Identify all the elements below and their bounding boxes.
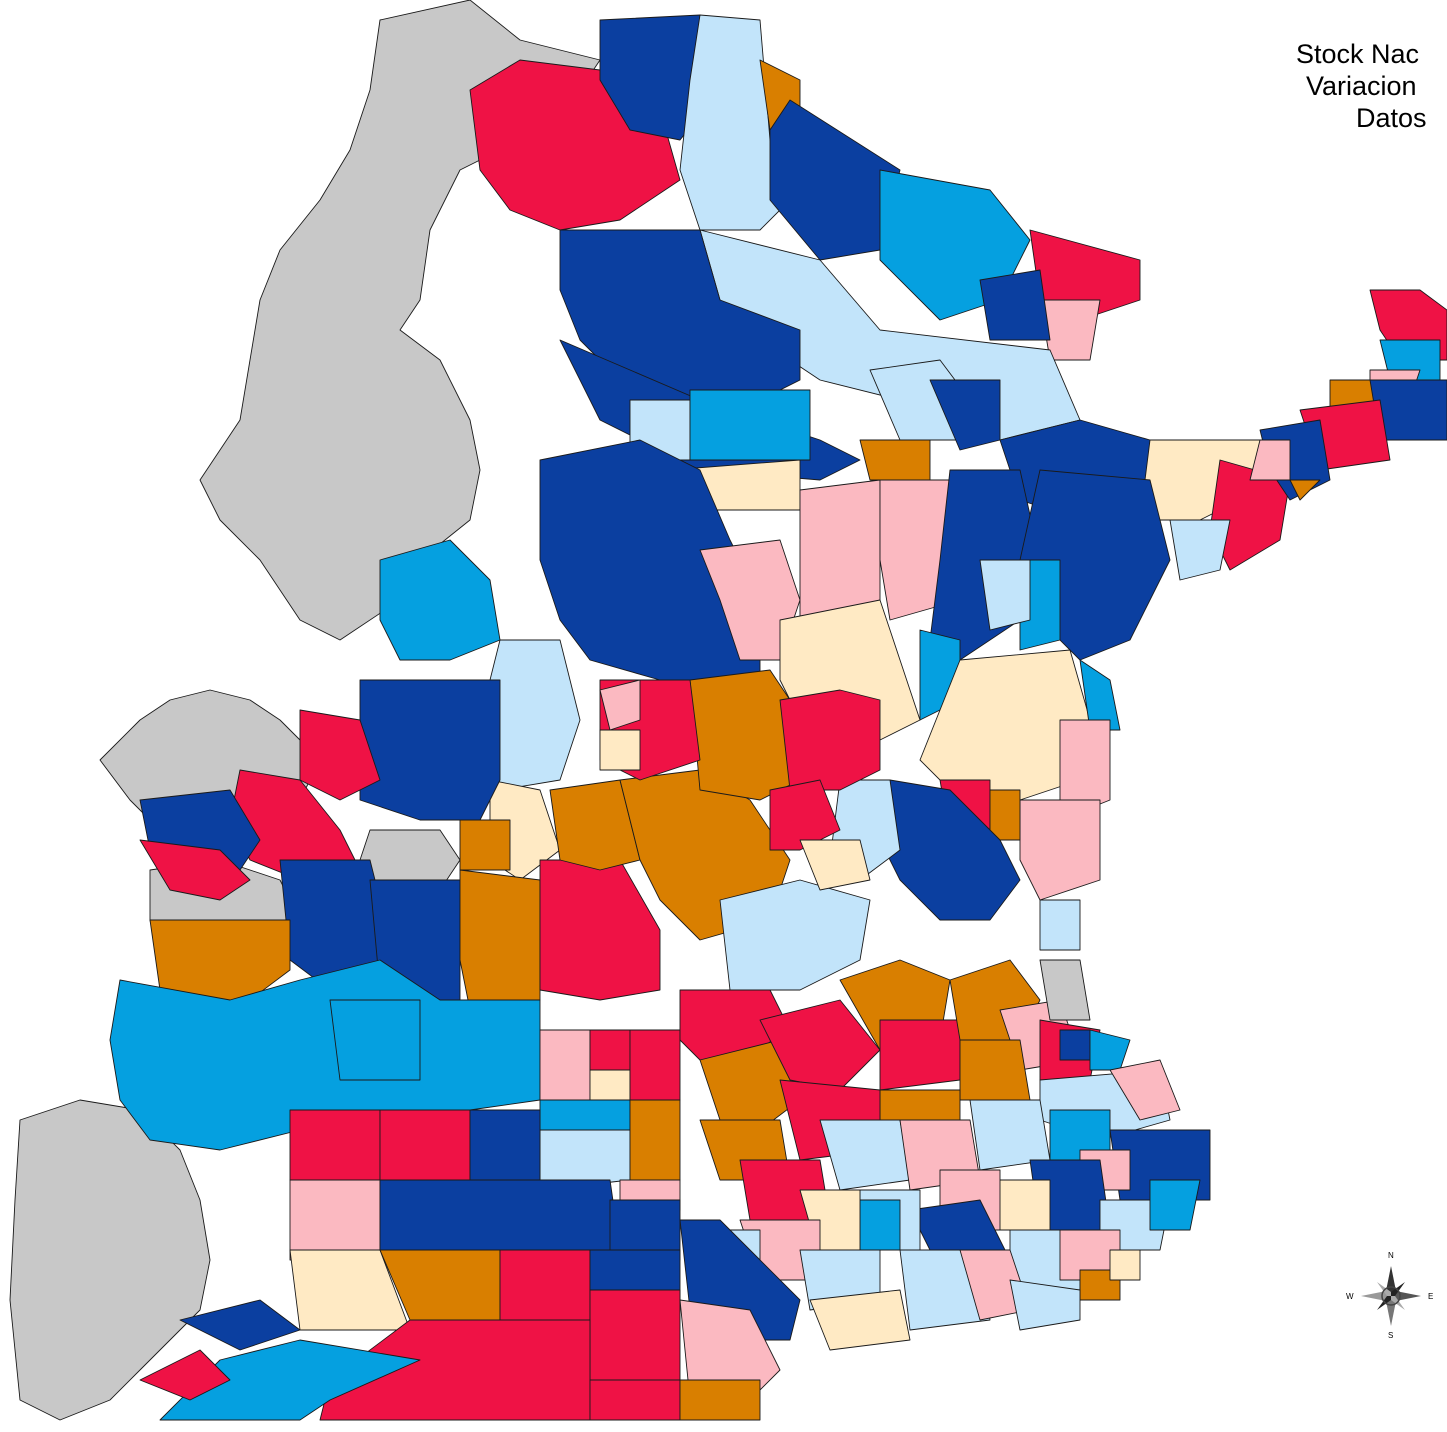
map-region (1089, 1029, 1131, 1071)
title-line-2: Variacion (1306, 71, 1417, 101)
map-region (379, 1109, 471, 1181)
map-region (689, 389, 811, 461)
map-region (499, 1249, 591, 1321)
map-title: Stock Nac Variacion Datos (1296, 38, 1447, 134)
title-line-1: Stock Nac (1296, 39, 1420, 69)
map-region (1289, 479, 1321, 501)
map-region (919, 649, 1091, 801)
map-region (379, 1179, 621, 1251)
map-region (329, 999, 421, 1081)
map-region (969, 1099, 1051, 1171)
map-region (799, 839, 871, 891)
map-region (549, 779, 641, 871)
map-region (719, 879, 871, 991)
map-region (1109, 1059, 1181, 1121)
map-region (299, 709, 381, 801)
map-region (1039, 899, 1081, 951)
map-region (379, 539, 501, 661)
map-region (859, 439, 931, 481)
map-region (599, 679, 641, 731)
map-region (469, 1109, 541, 1191)
map-region (1149, 1179, 1201, 1231)
map-region (589, 1289, 681, 1381)
map-region (879, 1019, 961, 1091)
map-region (459, 819, 511, 871)
map-region (629, 1099, 681, 1181)
map-region (799, 479, 881, 621)
map-region (859, 1199, 901, 1251)
compass-e-label: E (1428, 1292, 1433, 1301)
map-region (459, 869, 541, 1011)
map-region (1059, 719, 1111, 821)
map-region (139, 1349, 231, 1401)
map-region (679, 1379, 761, 1421)
map-region (979, 559, 1031, 631)
map-region (819, 1119, 911, 1191)
compass-rose-icon: N S E W (1346, 1251, 1433, 1340)
map-region (159, 1339, 421, 1421)
map-region (139, 839, 251, 901)
map-region (1059, 1029, 1091, 1061)
map-region (289, 1179, 381, 1261)
map-region (769, 779, 841, 851)
map-region (589, 1029, 631, 1071)
map-region (589, 1069, 631, 1101)
map-region (989, 789, 1021, 841)
map-region (1009, 1279, 1081, 1331)
map-region (759, 999, 881, 1091)
region-layer (9, 0, 1447, 1421)
map-region (1109, 1249, 1141, 1281)
compass-w-label: W (1346, 1292, 1354, 1301)
map-region (979, 269, 1051, 341)
compass-s-label: S (1388, 1331, 1393, 1340)
compass-n-label: N (1388, 1251, 1394, 1260)
map-region (1169, 519, 1231, 581)
map-region (1039, 959, 1091, 1021)
map-region (809, 1289, 911, 1351)
map-region (289, 1109, 381, 1181)
map-region (359, 679, 501, 821)
map-region (539, 1029, 591, 1101)
map-region (539, 859, 661, 1001)
map-region (1079, 659, 1121, 731)
map-region (779, 689, 881, 791)
map-region (1249, 439, 1291, 481)
map-region (589, 1379, 681, 1421)
map-region (699, 1039, 801, 1131)
map-region (629, 1029, 681, 1101)
map-region (179, 1299, 301, 1351)
map-region (599, 729, 641, 771)
map-region (959, 1039, 1031, 1101)
map-region (1019, 799, 1101, 901)
title-line-3: Datos (1356, 103, 1427, 133)
